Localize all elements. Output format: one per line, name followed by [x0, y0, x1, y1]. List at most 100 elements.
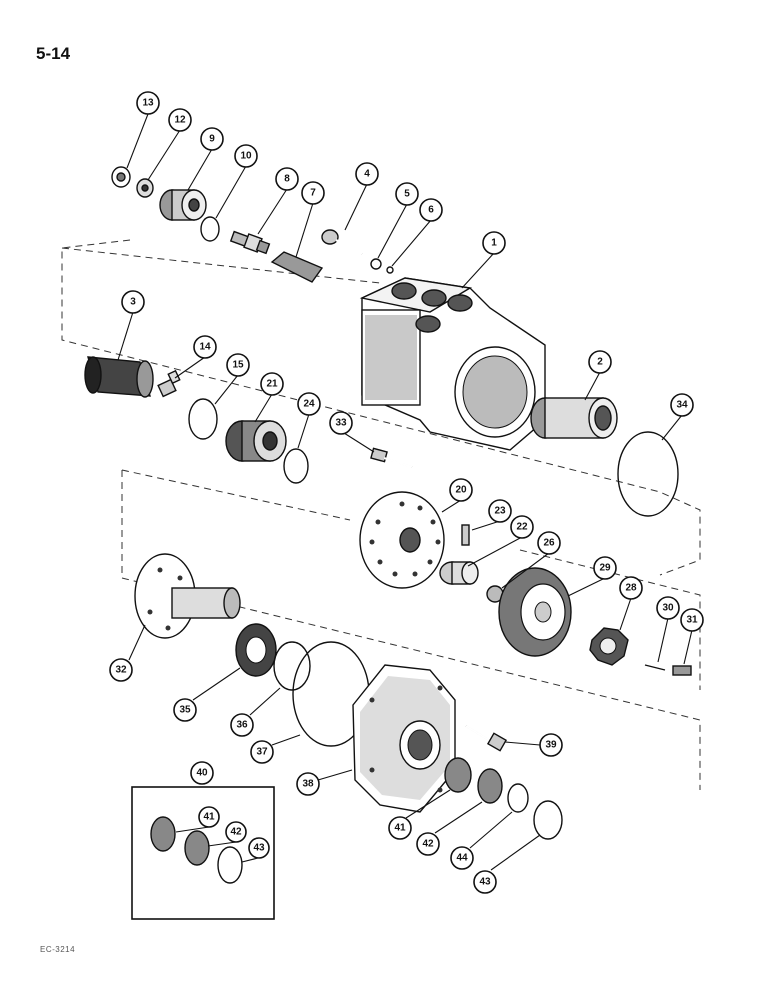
- part-42-seal: [477, 768, 503, 804]
- svg-text:1: 1: [491, 238, 497, 249]
- svg-text:41: 41: [394, 823, 406, 834]
- svg-text:21: 21: [266, 379, 278, 390]
- part-3-spool: [84, 356, 154, 398]
- svg-text:9: 9: [209, 134, 215, 145]
- part-20-port-plate: [359, 491, 445, 589]
- part-5-ring: [370, 258, 382, 270]
- part-10-o-ring: [200, 216, 220, 242]
- svg-text:38: 38: [302, 779, 314, 790]
- part-41-seal: [444, 757, 472, 793]
- footer-code: EC-3214: [40, 945, 76, 954]
- part-44-snap-ring: [507, 783, 529, 813]
- callout-1: 1: [482, 231, 506, 255]
- svg-text:5: 5: [404, 189, 410, 200]
- part-24-ring: [283, 448, 309, 484]
- svg-text:31: 31: [686, 615, 698, 626]
- callout-5: 5: [395, 182, 419, 206]
- svg-text:39: 39: [545, 740, 557, 751]
- svg-text:3: 3: [130, 297, 136, 308]
- callout-20: 20: [449, 478, 473, 502]
- callout-24: 24: [297, 392, 321, 416]
- svg-text:40: 40: [196, 768, 208, 779]
- svg-text:32: 32: [115, 665, 127, 676]
- part-30-pin: [644, 664, 666, 671]
- callout-13: 13: [136, 91, 160, 115]
- dashed-outline-upper: [61, 239, 701, 576]
- callout-42: 42: [416, 832, 440, 856]
- callout-38: 38: [296, 772, 320, 796]
- part-33-screw: [370, 447, 413, 468]
- svg-text:35: 35: [179, 705, 191, 716]
- svg-text:4: 4: [364, 169, 370, 180]
- part-36-washer: [273, 641, 311, 691]
- part-43-washer: [533, 800, 563, 840]
- callout-44: 44: [450, 846, 474, 870]
- seal-kit-box: [131, 786, 275, 920]
- callout-43: 43: [473, 870, 497, 894]
- part-13-nut: [111, 166, 131, 188]
- callout-2: 2: [588, 350, 612, 374]
- part-22-drive: [439, 561, 479, 585]
- part-7-plate: [270, 251, 324, 283]
- svg-text:43: 43: [479, 877, 491, 888]
- callout-40: 40: [190, 761, 214, 785]
- callout-8: 8: [275, 167, 299, 191]
- callout-15: 15: [226, 353, 250, 377]
- callout-34: 34: [670, 393, 694, 417]
- callout-7: 7: [301, 181, 325, 205]
- part-35-thrust-bearing: [235, 623, 277, 677]
- part-8-valve: [229, 230, 271, 255]
- svg-text:23: 23: [494, 506, 506, 517]
- callout-35: 35: [173, 698, 197, 722]
- callout-6: 6: [419, 198, 443, 222]
- callout-26: 26: [537, 531, 561, 555]
- part-2-sleeve: [530, 397, 618, 439]
- callout-30: 30: [656, 596, 680, 620]
- callout-39: 39: [539, 733, 563, 757]
- callout-23: 23: [488, 499, 512, 523]
- svg-text:43: 43: [253, 843, 265, 854]
- svg-text:29: 29: [599, 563, 611, 574]
- callout-32: 32: [109, 658, 133, 682]
- part-9-gland: [159, 189, 207, 221]
- svg-text:33: 33: [335, 418, 347, 429]
- svg-text:37: 37: [256, 747, 268, 758]
- svg-text:30: 30: [662, 603, 674, 614]
- callout-22: 22: [510, 515, 534, 539]
- part-12-washer: [136, 178, 154, 198]
- svg-text:7: 7: [310, 188, 316, 199]
- callout-10: 10: [234, 144, 258, 168]
- part-15-ring: [188, 398, 218, 440]
- part-1-housing: [359, 277, 546, 451]
- svg-text:8: 8: [284, 174, 290, 185]
- part-38-end-cover: [352, 664, 456, 813]
- part-28-rotor: [589, 627, 629, 666]
- callout-36: 36: [230, 713, 254, 737]
- svg-text:42: 42: [230, 827, 242, 838]
- svg-text:26: 26: [543, 538, 555, 549]
- callout-3: 3: [121, 290, 145, 314]
- kit-callout-42: 42: [225, 821, 247, 843]
- dashed-outline-lower: [121, 469, 701, 790]
- part-29-gerotor-ring: [498, 567, 572, 657]
- callout-28: 28: [619, 576, 643, 600]
- svg-text:13: 13: [142, 98, 154, 109]
- kit-callout-43: 43: [248, 837, 270, 859]
- callout-31: 31: [680, 608, 704, 632]
- svg-text:6: 6: [428, 205, 434, 216]
- callout-21: 21: [260, 372, 284, 396]
- callout-4: 4: [355, 162, 379, 186]
- kit-callout-41: 41: [198, 806, 220, 828]
- svg-text:2: 2: [597, 357, 603, 368]
- part-23-key: [461, 524, 470, 546]
- svg-text:44: 44: [456, 853, 468, 864]
- part-32-shaft: [134, 553, 241, 639]
- svg-text:20: 20: [455, 485, 467, 496]
- part-21-bearing: [225, 420, 287, 462]
- part-31-key: [672, 665, 692, 676]
- leader-lines: [117, 113, 693, 871]
- svg-text:14: 14: [199, 342, 211, 353]
- part-4-bolt: [321, 229, 363, 255]
- callout-12: 12: [168, 108, 192, 132]
